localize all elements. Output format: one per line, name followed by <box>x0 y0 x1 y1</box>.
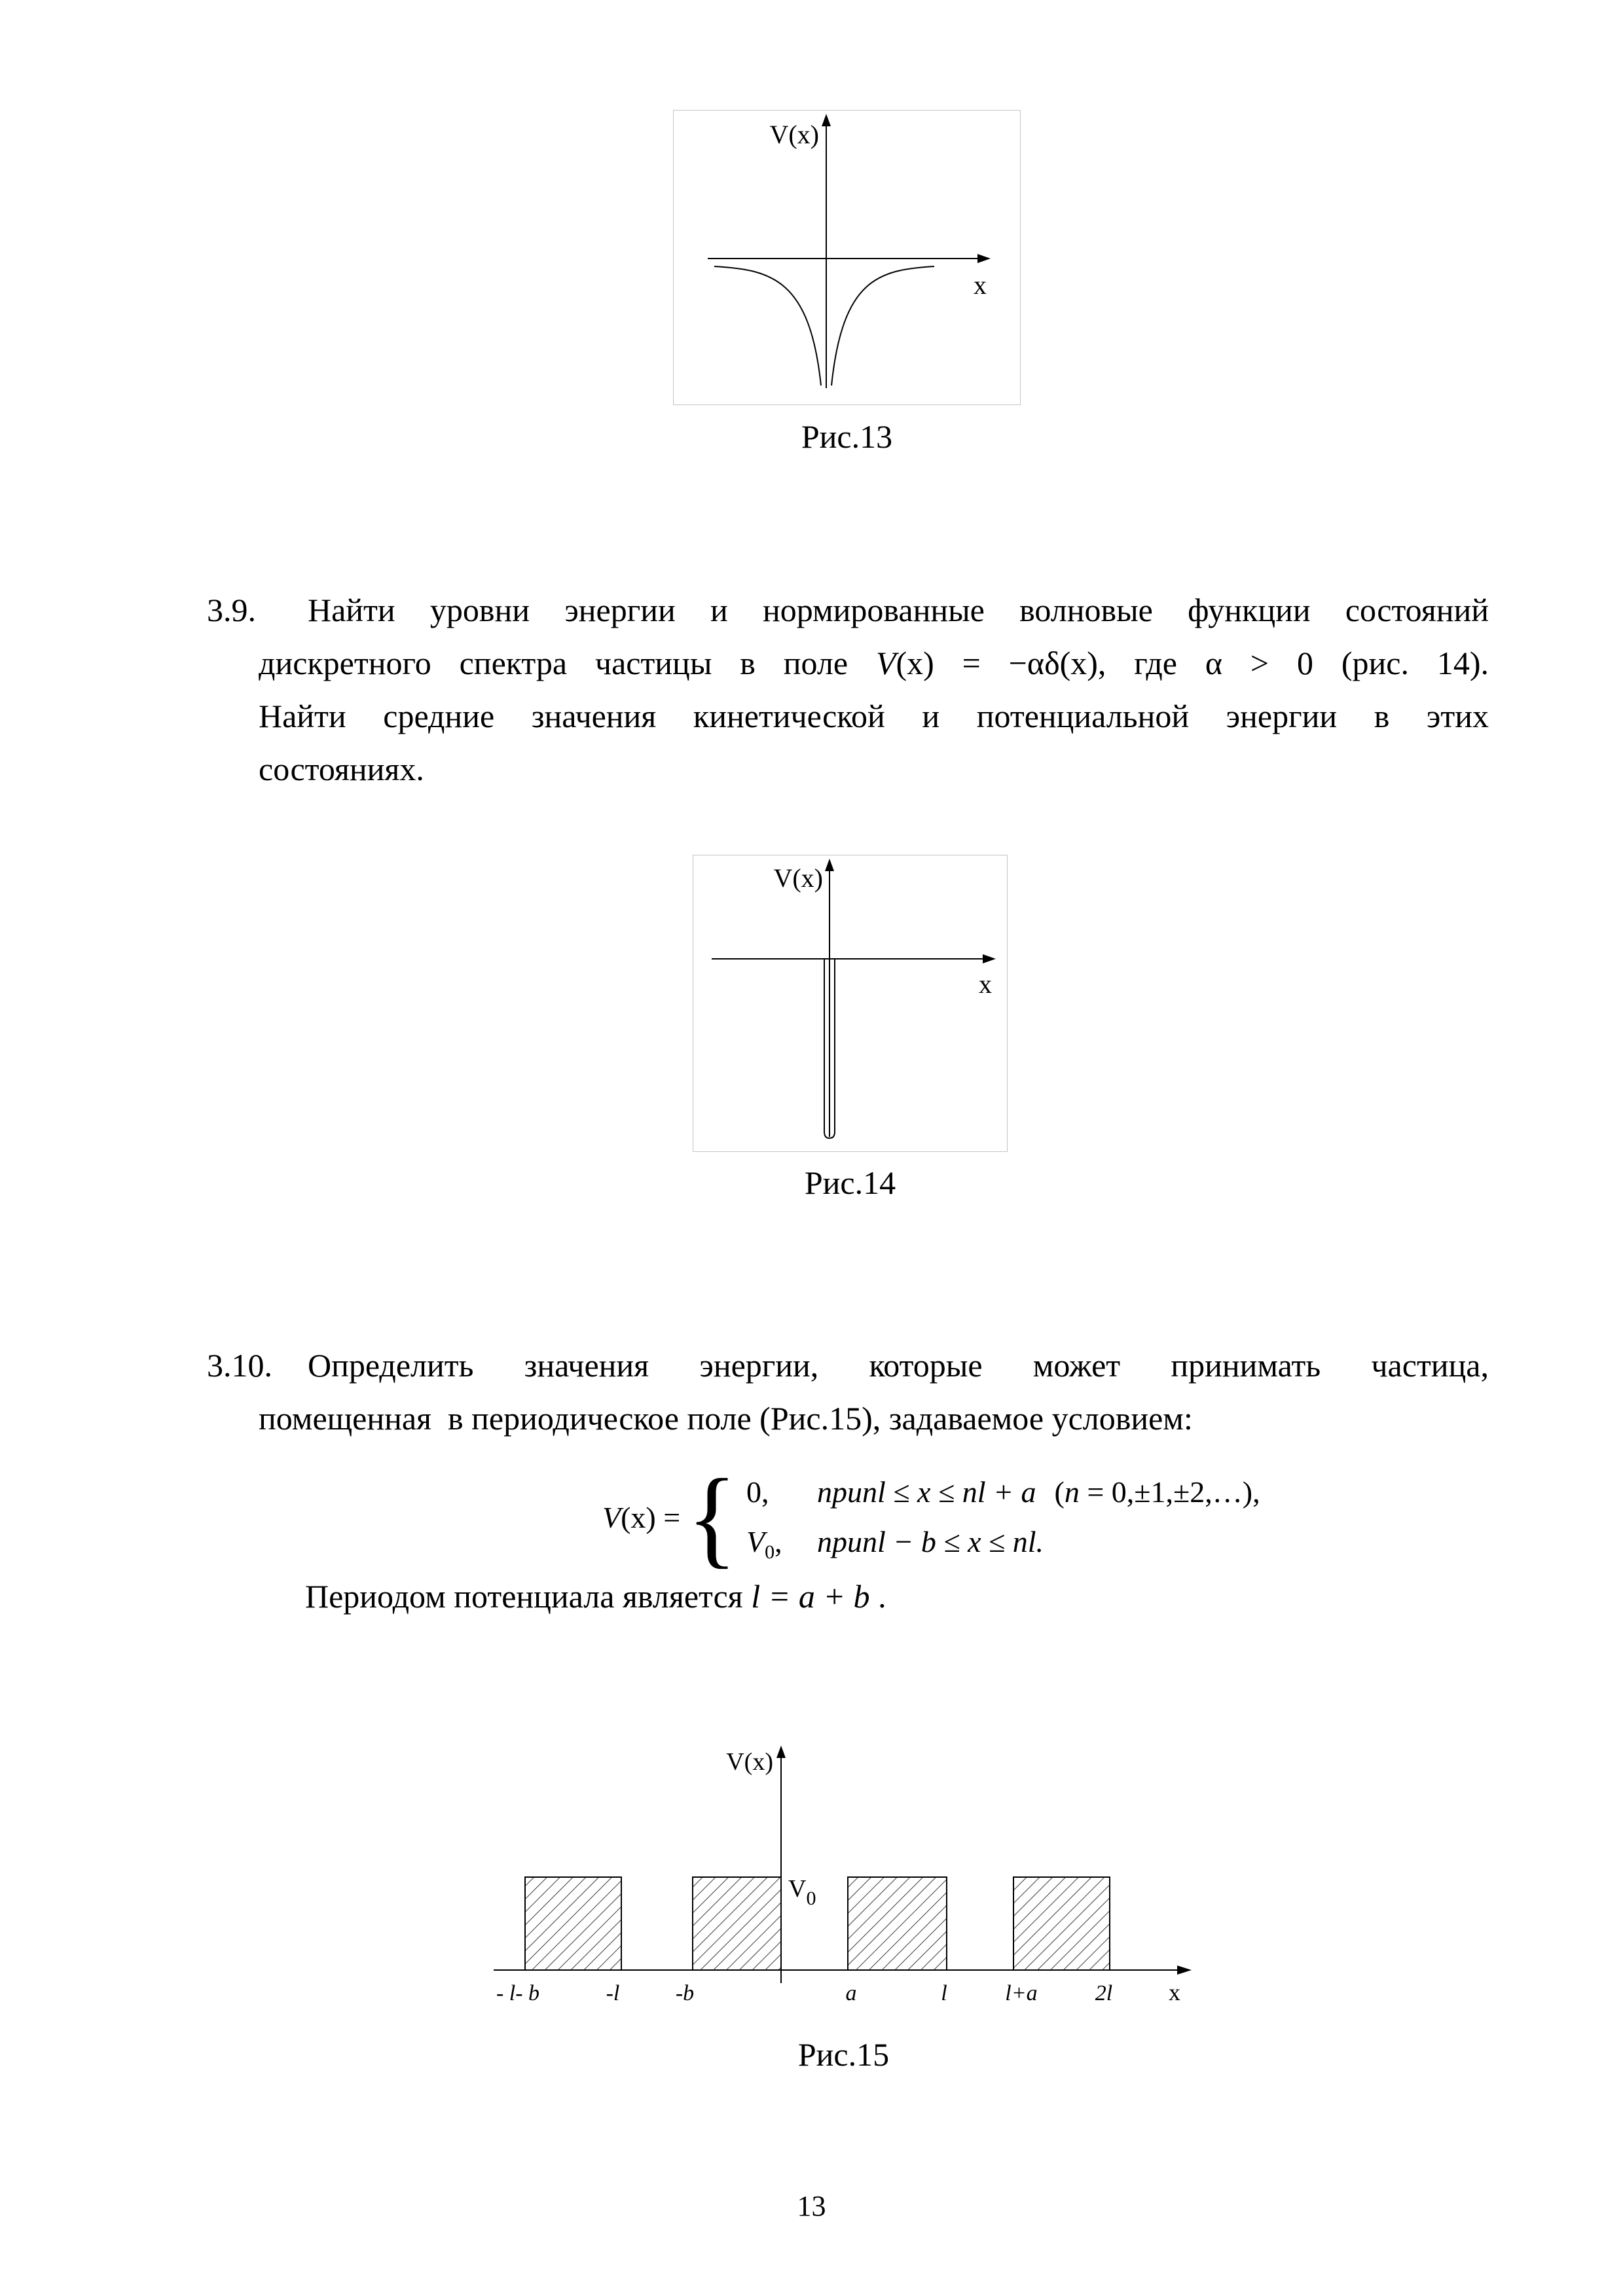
problem-3-9-line-3: Найти средние значения кинетической и по… <box>207 690 1489 743</box>
problem-3-9-line-4: состояниях. <box>207 743 1489 796</box>
y-axis-arrow-icon <box>776 1746 786 1758</box>
case-value: V0, <box>746 1517 817 1577</box>
y-axis-label: V(x) <box>769 120 819 149</box>
potential-curve-left <box>714 266 822 386</box>
formula-variable: V <box>875 645 896 681</box>
figure-15-plot: V(x) V0 - l- b -l -b a l l+a 2l x <box>494 1746 1192 2005</box>
y-axis-arrow-icon <box>822 114 831 126</box>
formula-variable: V <box>602 1500 621 1534</box>
case-value-comma: , <box>775 1525 782 1558</box>
figure-15: V(x) V0 - l- b -l -b a l l+a 2l x <box>488 1741 1199 2032</box>
v0-label: V0 <box>788 1875 816 1909</box>
figure-14: V(x) x <box>693 855 1008 1152</box>
potential-barrier <box>1013 1876 1110 1971</box>
problem-text: Найти уровни энергии и нормированные вол… <box>308 592 1489 628</box>
problem-number: 3.10. <box>207 1347 272 1384</box>
figure-13: V(x) x <box>673 110 1021 405</box>
case-row-2: V0, при nl − b ≤ x ≤ nl. <box>746 1517 1260 1567</box>
x-axis-arrow-icon <box>983 954 996 963</box>
problem-number: 3.9. <box>207 592 256 628</box>
x-axis-label: x <box>1169 1979 1180 2005</box>
period-text: Периодом потенциала является <box>305 1578 752 1615</box>
case-value-variable: V <box>746 1525 765 1558</box>
v0-subscript: 0 <box>806 1888 816 1909</box>
axis-tick-label: 2l <box>1095 1981 1112 2005</box>
case-condition-word: при <box>817 1475 862 1509</box>
axis-tick-label: - l- b <box>496 1981 539 2005</box>
curly-brace-icon: { <box>687 1456 737 1579</box>
problem-text: Определить значения энергии, которые мож… <box>308 1347 1489 1384</box>
figure-13-caption: Рис.13 <box>801 418 893 455</box>
figure-14-caption: Рис.14 <box>804 1164 896 1201</box>
problem-3-9-line-1: 3.9. Найти уровни энергии и нормированные… <box>207 584 1489 637</box>
case-value: 0, <box>746 1475 769 1509</box>
problem-3-10-line-2: помещенная в периодическое поле (Рис.15)… <box>207 1392 1489 1445</box>
piecewise-potential-formula: V(x) = { 0,при nl ≤ x ≤ nl + a(n = 0,±1,… <box>602 1456 1260 1579</box>
case-condition: nl ≤ x ≤ nl + a <box>862 1475 1036 1509</box>
problem-text: (рис. 14). <box>1313 645 1489 681</box>
problem-text: состояниях. <box>259 751 424 787</box>
axis-tick-label: l+a <box>1005 1981 1037 2005</box>
note-variable: n <box>1064 1475 1080 1509</box>
figure-13-plot: V(x) x <box>708 114 991 388</box>
problem-3-9-line-2: дискретного спектра частицы в поле V(x) … <box>207 637 1489 690</box>
period-sentence: Периодом потенциала является l = a + b . <box>305 1577 886 1615</box>
case-condition-word: при <box>817 1525 862 1558</box>
problem-text: дискретного спектра частицы в поле <box>259 645 876 681</box>
note-open: ( <box>1054 1475 1065 1509</box>
potential-curve-right <box>831 266 935 386</box>
formula-condition: α > 0 <box>1205 645 1313 681</box>
x-axis-arrow-icon <box>977 254 991 263</box>
axis-tick-label: -b <box>676 1981 694 2005</box>
potential-barrier <box>524 1876 622 1971</box>
axis-tick-label: l <box>941 1981 947 2005</box>
x-axis-label: x <box>979 969 992 999</box>
problem-3-10-line-1: 3.10. Определить значения энергии, которы… <box>207 1339 1489 1392</box>
note-rest: = 0,±1,±2,…), <box>1079 1475 1260 1509</box>
v0-main: V <box>788 1875 807 1903</box>
formula-text: (x) = −αδ(x), <box>896 645 1106 681</box>
x-axis-label: x <box>974 270 987 300</box>
case-condition: nl − b ≤ x ≤ nl. <box>862 1525 1044 1558</box>
y-axis-arrow-icon <box>825 859 834 871</box>
case-note: (n = 0,±1,±2,…), <box>1055 1467 1260 1517</box>
formula-lhs: V(x) = <box>602 1500 680 1535</box>
formula-cases: 0,при nl ≤ x ≤ nl + a(n = 0,±1,±2,…), V0… <box>746 1467 1260 1567</box>
period-text-end: . <box>869 1578 886 1615</box>
formula-lhs-rest: (x) = <box>621 1500 681 1534</box>
period-formula: l = a + b <box>751 1578 870 1615</box>
potential-barrier <box>692 1876 782 1971</box>
problem-text: Найти средние значения кинетической и по… <box>259 698 1489 734</box>
x-axis-arrow-icon <box>1177 1965 1192 1975</box>
problem-text: где <box>1106 645 1205 681</box>
y-axis-label: V(x) <box>773 863 823 893</box>
delta-well-outline <box>824 960 835 1139</box>
figure-14-plot: V(x) x <box>712 859 996 1139</box>
axis-tick-label: a <box>846 1981 857 2005</box>
figure-15-caption: Рис.15 <box>797 2036 890 2073</box>
problem-text: помещенная в периодическое поле (Рис.15)… <box>259 1400 1193 1437</box>
potential-barrier <box>847 1876 947 1971</box>
case-value-subscript: 0 <box>765 1541 775 1564</box>
page-number: 13 <box>797 2190 826 2222</box>
y-axis-label: V(x) <box>726 1748 773 1776</box>
case-row-1: 0, при nl ≤ x ≤ nl + a (n = 0,±1,±2,…), <box>746 1467 1260 1517</box>
axis-tick-label: -l <box>606 1981 620 2005</box>
